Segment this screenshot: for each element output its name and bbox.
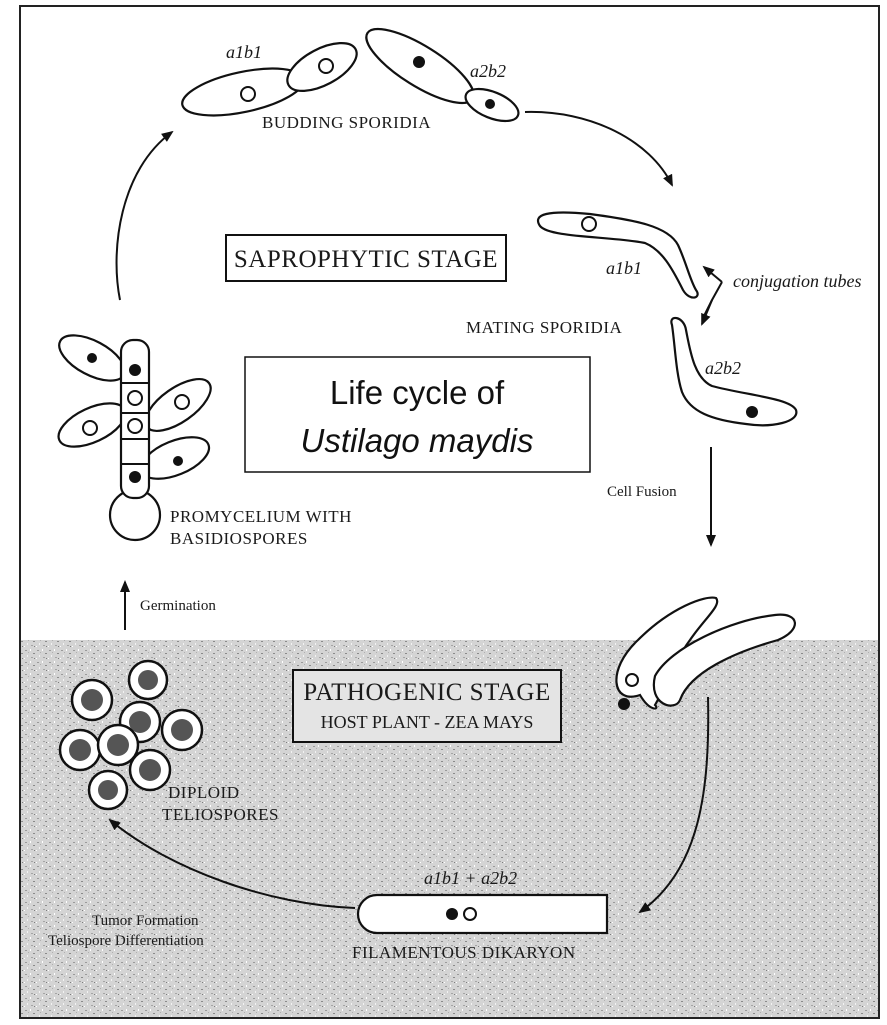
host-plant-label: HOST PLANT - ZEA MAYS — [321, 712, 534, 732]
pathogenic-stage-box — [292, 669, 562, 743]
mating-sporidia-label: MATING SPORIDIA — [466, 318, 622, 337]
promycelium-group: PROMYCELIUM WITH BASIDIOSPORES — [57, 334, 352, 548]
dikaryon-filament — [356, 893, 609, 935]
title-box — [244, 356, 591, 473]
arrow-to-dikaryon — [638, 696, 710, 914]
germination-label: Germination — [140, 598, 216, 614]
nucleus-dark — [87, 353, 97, 363]
genotype-label-a2b2: a2b2 — [705, 358, 741, 378]
conjugation-arrow-up — [702, 265, 723, 283]
teliospore-nucleus — [171, 719, 193, 741]
genotype-label-a1b1: a1b1 — [606, 258, 642, 278]
nucleus-dark — [485, 99, 495, 109]
genotype-label-a1b1: a1b1 — [226, 42, 262, 62]
conjugation-arrow-down — [701, 299, 713, 326]
mating-sporidia-group: a1b1 a2b2 conjugation tubes MATING SPORI… — [466, 211, 862, 427]
filamentous-dikaryon-group: a1b1 + a2b2 FILAMENTOUS DIKARYON — [352, 868, 609, 962]
arrow-to-mating-sporidia — [524, 110, 673, 187]
saprophytic-stage-label: SAPROPHYTIC STAGE — [234, 246, 498, 273]
teliospore-nucleus — [69, 739, 91, 761]
nucleus-dark — [173, 456, 183, 466]
nucleus-open — [127, 418, 143, 434]
nucleus-open — [625, 673, 639, 687]
teliospore-nucleus — [138, 670, 158, 690]
nucleus-open — [240, 86, 256, 102]
pathogenic-stage-label: PATHOGENIC STAGE — [303, 679, 550, 706]
nucleus-dark — [618, 698, 630, 710]
nucleus-open — [581, 216, 597, 232]
teliospore-nucleus — [129, 711, 151, 733]
budding-sporidia-group: a1b1 a2b2 BUDDING SPORIDIA — [181, 27, 520, 132]
genotype-label-a2b2: a2b2 — [470, 61, 506, 81]
fused-cell-left — [615, 596, 719, 710]
sporidium-a2b2-with-tube — [670, 316, 798, 427]
cell-fusion-label: Cell Fusion — [607, 484, 677, 500]
nucleus-dark — [446, 908, 458, 920]
nucleus-open — [82, 420, 98, 436]
nucleus-open — [463, 907, 477, 921]
nucleus-dark — [413, 56, 425, 68]
promycelium-label-1: PROMYCELIUM WITH — [170, 507, 352, 526]
tumor-formation-label-2: Teliospore Differentiation — [48, 933, 204, 949]
fused-cell-right — [652, 613, 796, 707]
teliospore-nucleus — [139, 759, 161, 781]
title-line-1: Life cycle of — [330, 374, 505, 411]
nucleus-dark — [129, 471, 141, 483]
teliospore-cluster: DIPLOID TELIOSPORES — [58, 659, 279, 824]
teliospore-nucleus — [81, 689, 103, 711]
promycelium-label-2: BASIDIOSPORES — [170, 529, 308, 548]
teliospore-nucleus — [98, 780, 118, 800]
conjugation-tubes-label: conjugation tubes — [733, 271, 862, 291]
tumor-formation-label-1: Tumor Formation — [92, 913, 199, 929]
sporidium-a1b1-with-tube — [537, 211, 699, 299]
arrow-to-budding-sporidia — [115, 130, 174, 301]
diploid-label-2: TELIOSPORES — [162, 805, 279, 824]
budding-sporidia-label: BUDDING SPORIDIA — [262, 113, 431, 132]
nucleus-open — [174, 394, 190, 410]
teliospore-nucleus — [107, 734, 129, 756]
diploid-label-1: DIPLOID — [168, 783, 240, 802]
nucleus-open — [318, 58, 334, 74]
filamentous-dikaryon-label: FILAMENTOUS DIKARYON — [352, 943, 576, 962]
saprophytic-stage-box — [225, 234, 507, 282]
nucleus-open — [127, 390, 143, 406]
dikaryon-genotype-label: a1b1 + a2b2 — [424, 868, 517, 888]
arrow-to-teliospores — [108, 818, 356, 909]
nucleus-dark — [746, 406, 758, 418]
fused-cells-group: Cell Fusion — [607, 484, 796, 710]
nucleus-dark — [129, 364, 141, 376]
title-line-2: Ustilago maydis — [301, 422, 534, 459]
